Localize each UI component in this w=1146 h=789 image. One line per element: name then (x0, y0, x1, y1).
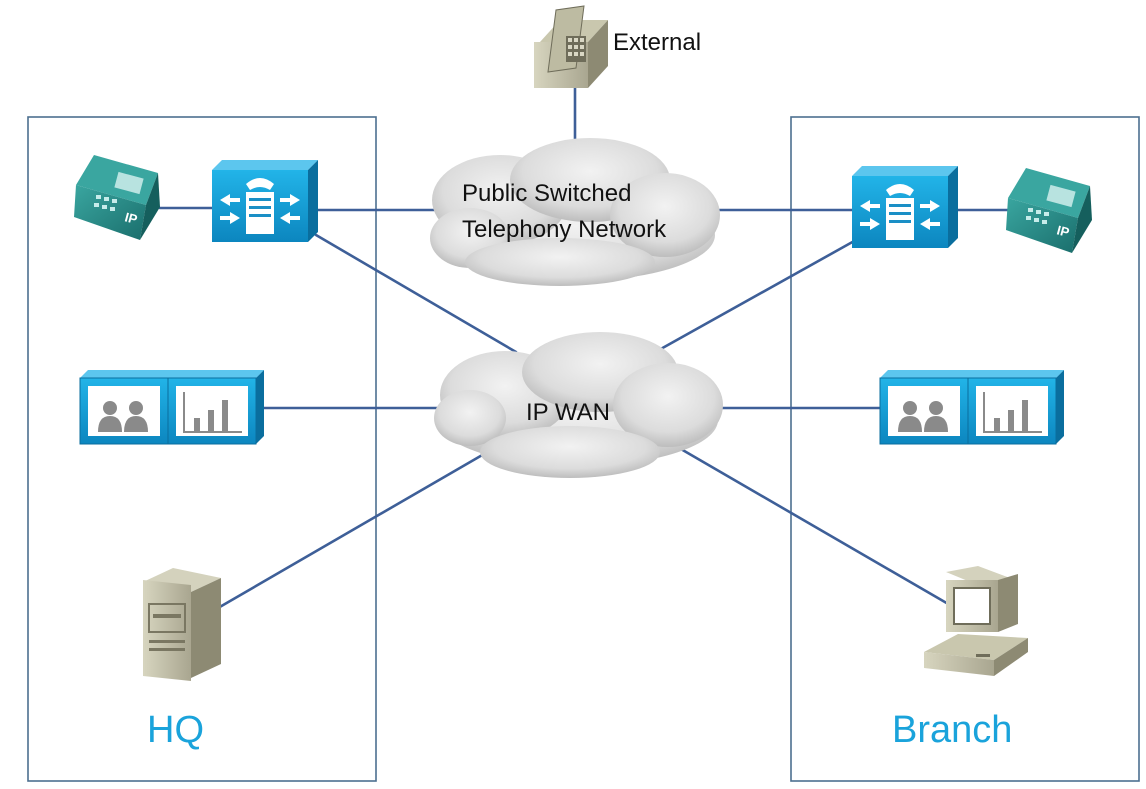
svg-text:IP: IP (1055, 222, 1071, 240)
link-hq-cm-wan (314, 233, 518, 354)
branch-site-label: Branch (892, 709, 1012, 751)
links (158, 83, 1010, 610)
link-wan-branch-pc (672, 443, 952, 607)
wan-cloud-icon (434, 332, 723, 478)
branch-workstation-icon (924, 566, 1028, 676)
hq-call-manager-icon (212, 160, 318, 242)
branch-ip-phone-icon: IP (1006, 168, 1092, 253)
pstn-label-line2: Telephony Network (462, 216, 667, 243)
link-branch-cm-wan (648, 238, 858, 357)
hq-application-server-icon (79, 370, 264, 445)
svg-text:IP: IP (123, 209, 139, 227)
hq-ip-phone-icon: IP (74, 155, 160, 240)
branch-call-manager-icon (852, 166, 958, 248)
wan-label: IP WAN (526, 399, 610, 426)
link-wan-hq-server (216, 452, 486, 610)
external-label: External (613, 29, 701, 56)
hq-file-server-icon (143, 568, 221, 682)
branch-application-server-icon (879, 370, 1064, 445)
hq-site-label: HQ (147, 709, 204, 751)
pstn-label-line1: Public Switched (462, 180, 631, 207)
pstn-cloud-icon (430, 138, 720, 286)
analog-phone-icon (534, 5, 608, 88)
